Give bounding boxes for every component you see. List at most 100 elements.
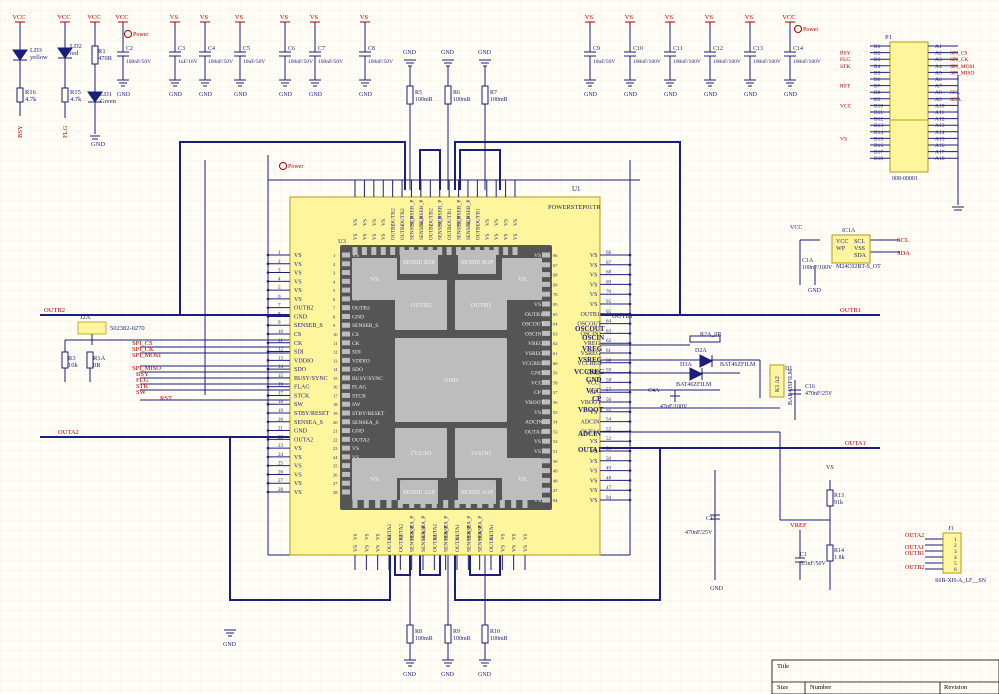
die-left-pad-num: 26 bbox=[333, 472, 338, 477]
pin-junction bbox=[266, 455, 270, 459]
die-block-label: OUTA2 bbox=[411, 449, 432, 456]
power-net-label: VS bbox=[360, 14, 369, 21]
die-top-pin-name: VS bbox=[495, 233, 500, 240]
die-top-pad bbox=[493, 247, 499, 255]
die-top-pad bbox=[446, 247, 452, 255]
sense-ref: R7 bbox=[490, 90, 497, 96]
pin-junction bbox=[266, 315, 270, 318]
die-bottom-pad bbox=[397, 500, 403, 508]
chip-top-pin-name: VS bbox=[362, 219, 368, 226]
j1-part: S6B-XH-A_LF__SN bbox=[935, 578, 987, 584]
chip-left-pin-num: 14 bbox=[278, 365, 284, 370]
pin-junction bbox=[628, 390, 632, 394]
chip-top-pin-name: OUTB2 bbox=[400, 208, 406, 226]
p1-pins: B1B2BSYB3FLGB4STKB5B6B7RSTB8B9B10VCCB11B… bbox=[840, 44, 975, 162]
die-left-pad-num: 8 bbox=[333, 314, 336, 319]
net-outa1-pin: OUTA1 bbox=[578, 446, 602, 454]
ld2-ref: LD2 bbox=[70, 43, 82, 50]
die-right-pad-num: 62 bbox=[553, 341, 558, 346]
chip-right-pin-name: VS bbox=[590, 439, 598, 445]
die-left-pad bbox=[342, 331, 350, 337]
die-right-pad-num: 61 bbox=[553, 351, 558, 356]
chip-top-pin-name: OUTB2 bbox=[428, 208, 434, 226]
power-net-label: VS bbox=[200, 14, 209, 21]
chip-left-pin-num: 19 bbox=[278, 409, 284, 414]
die-left-pad-num: 11 bbox=[333, 341, 337, 346]
die-left-pad-name: SDI bbox=[352, 350, 361, 356]
diode-block bbox=[670, 335, 834, 580]
net-gnd: GND bbox=[586, 376, 602, 384]
die-right-pad bbox=[542, 409, 550, 415]
die-right-pad-num: 53 bbox=[553, 429, 558, 434]
r13-ref: R13 bbox=[834, 493, 844, 499]
chip-right-pin-name: VS bbox=[590, 478, 598, 484]
r1a-value: 0R bbox=[93, 362, 101, 369]
cap-ref: C4 bbox=[208, 46, 215, 52]
chip-right-pin-name: VS bbox=[590, 253, 598, 259]
die-left-pad bbox=[342, 322, 350, 328]
chip-right-pin-num: 51 bbox=[606, 447, 612, 452]
c1-value: 3.3nF/50V bbox=[800, 561, 827, 567]
die-block-label: VS bbox=[370, 476, 379, 483]
die-left-pad-num: 10 bbox=[333, 332, 338, 337]
die-left-pad-num: 12 bbox=[333, 350, 338, 355]
p1-left-pin-num: B6 bbox=[874, 77, 881, 83]
die-left-pad-num: 14 bbox=[333, 367, 338, 372]
c1a-ref: C1A bbox=[802, 258, 814, 264]
die-left-pad-name: SDO bbox=[352, 367, 363, 373]
die-block bbox=[352, 458, 397, 500]
eeprom-scl: SCL bbox=[897, 237, 909, 244]
eeprom-pin-vss: VSS bbox=[854, 246, 865, 252]
cap-ref: C3 bbox=[178, 46, 185, 52]
p1-left-pin-num: B17 bbox=[874, 150, 883, 156]
die-left-pad bbox=[342, 384, 350, 390]
cap-value: 100nF/100V bbox=[753, 59, 781, 65]
eeprom-pin-sda: SDA bbox=[854, 253, 867, 259]
die-right-pad-num: 70 bbox=[553, 292, 558, 297]
p1-left-pin-num: B1 bbox=[874, 44, 881, 50]
chip-top-pin-name: VS bbox=[485, 219, 491, 226]
cap-value: 100nF/100V bbox=[633, 59, 661, 65]
pin-junction bbox=[266, 385, 270, 388]
die-right-pad bbox=[542, 487, 550, 493]
power-net-label: VCC bbox=[57, 14, 70, 21]
j2a-block bbox=[61, 321, 107, 382]
p1-right-pin-num: A5 bbox=[935, 70, 942, 76]
die-block bbox=[400, 250, 438, 274]
die-right-pad-name: ADCIN bbox=[525, 420, 542, 426]
die-bottom-pad bbox=[511, 500, 517, 508]
die-right-pad bbox=[542, 301, 550, 307]
die-left-pad-num: 28 bbox=[333, 490, 338, 495]
die-right-pad bbox=[542, 419, 550, 425]
die-bottom-pin-name: OUTA1 bbox=[490, 524, 495, 540]
chip-left-pin-name: VS bbox=[294, 472, 302, 478]
die-left-pad bbox=[342, 261, 350, 267]
cap-value: 10uF/50V bbox=[593, 59, 615, 65]
pin-junction bbox=[266, 359, 270, 362]
cap-value: 10uF/50V bbox=[243, 59, 265, 65]
chip-left-pin-num: 15 bbox=[278, 374, 284, 379]
chip-top-pin-name: VS bbox=[353, 219, 359, 226]
p1-right-pin-num: A3 bbox=[935, 57, 942, 63]
die-left-pad bbox=[342, 340, 350, 346]
r14-ref: R14 bbox=[834, 548, 844, 554]
die-right-pad bbox=[542, 428, 550, 434]
sense-value: 100mR bbox=[490, 636, 508, 642]
chip-bottom-pin-name: SENSEA_P bbox=[478, 525, 484, 552]
ld1-ref: LD1 bbox=[100, 91, 112, 98]
chip-top-pin-name: SENSEB_P bbox=[419, 200, 425, 226]
p1-left-pin-num: B18 bbox=[874, 156, 883, 162]
chip-left-pin-name: VDDIO bbox=[294, 358, 314, 364]
die-block-label: OUTB2 bbox=[411, 302, 432, 309]
chip-right-pin-num: 63 bbox=[606, 329, 612, 334]
die-left-pad-num: 25 bbox=[333, 464, 338, 469]
cap-value: 100nF/100V bbox=[793, 59, 821, 65]
eeprom-part: M24C02BT-S_OT bbox=[836, 264, 881, 270]
c16-value: 470nF/25V bbox=[805, 391, 833, 397]
die-right-pad bbox=[542, 311, 550, 317]
chip-left-pin-name: OUTA2 bbox=[294, 437, 313, 443]
eeprom-ref: IC1A bbox=[842, 228, 856, 234]
die-right-pad bbox=[542, 272, 550, 278]
die-left-pad bbox=[342, 480, 350, 486]
